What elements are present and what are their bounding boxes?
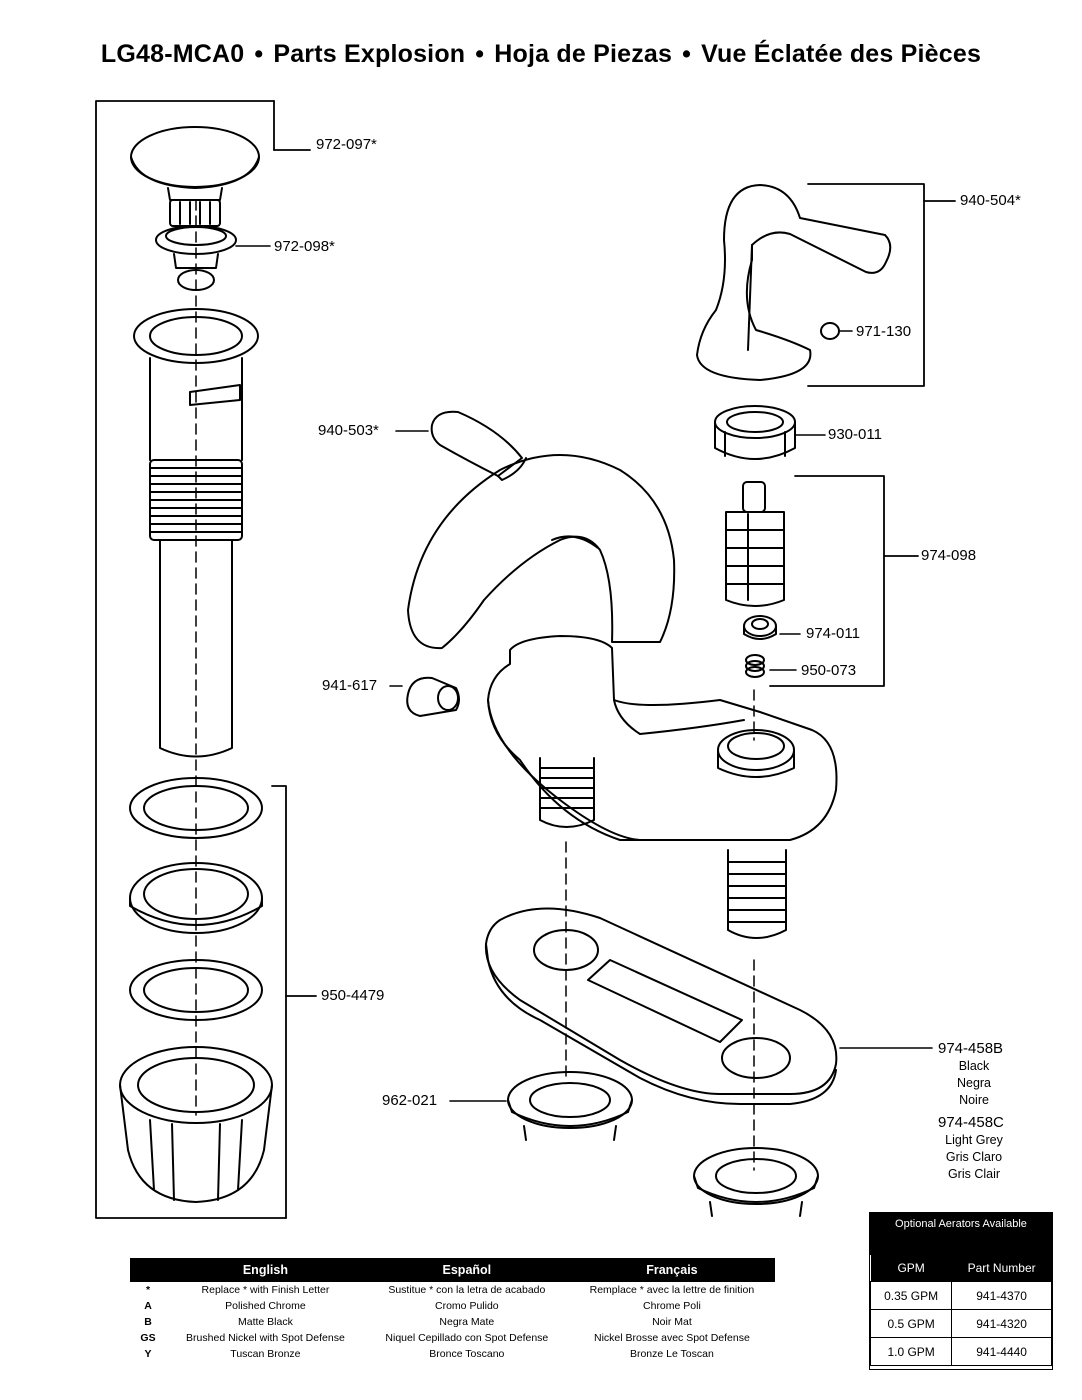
aerator-gpm: 1.0 GPM — [869, 1337, 953, 1366]
table-row: GS Brushed Nickel with Spot Defense Niqu… — [130, 1330, 775, 1346]
finish-header-english: English — [166, 1258, 365, 1282]
drain-gasket-set — [129, 777, 263, 1021]
drain-nut — [119, 1046, 273, 1203]
part-label-941-617: 941-617 — [322, 677, 378, 694]
finish-spanish: Niquel Cepillado con Spot Defense — [385, 1332, 549, 1344]
title-separator: • — [254, 40, 264, 68]
aerator-table-header: GPM Part Number — [870, 1255, 1052, 1282]
finish-french: Nickel Brosse avec Spot Defense — [594, 1332, 750, 1344]
finish-french: Chrome Poli — [643, 1300, 701, 1312]
spring — [745, 654, 797, 678]
part-label-950-073: 950-073 — [801, 662, 857, 679]
cartridge-bracket — [769, 475, 919, 687]
drain-bracket — [95, 100, 311, 1219]
finish-spanish: Bronce Toscano — [429, 1348, 505, 1360]
part-label-962-021: 962-021 — [382, 1092, 438, 1109]
table-row: 1.0 GPM 941-4440 — [869, 1337, 1052, 1366]
finish-spanish: Sustitue * con la letra de acabado — [388, 1284, 546, 1296]
title-french: Vue Éclatée des Pièces — [701, 40, 982, 68]
part-label-974-011: 974-011 — [806, 625, 860, 642]
finish-code: B — [144, 1316, 152, 1328]
color-gris-clair: Gris Clair — [947, 1167, 1001, 1181]
drain-stopper-stem — [155, 199, 237, 291]
shank-left — [539, 757, 595, 828]
shank-right — [727, 849, 787, 939]
finish-header-code — [130, 1258, 166, 1282]
finish-table: English Español Français * Replace * wit… — [130, 1258, 775, 1362]
finish-code: Y — [144, 1348, 152, 1360]
color-black: Black — [958, 1059, 990, 1073]
faucet-spout — [407, 454, 676, 650]
color-noire: Noire — [959, 1093, 989, 1107]
finish-french: Noir Mat — [652, 1316, 692, 1328]
drain-bracket-right — [271, 785, 317, 1219]
part-label-974-098: 974-098 — [921, 547, 977, 564]
drain-stopper-cap — [130, 126, 260, 201]
aerator-header-part: Part Number — [951, 1255, 1052, 1282]
aerator-part-number: 941-4440 — [951, 1337, 1052, 1366]
color-gris-claro: Gris Claro — [945, 1150, 1003, 1164]
finish-english: Matte Black — [237, 1316, 293, 1328]
handle-bracket — [807, 183, 956, 387]
aerator-gpm: 0.35 GPM — [869, 1281, 953, 1310]
title-english: Parts Explosion — [273, 40, 466, 68]
drain-body — [133, 308, 259, 758]
part-label-972-097: 972-097* — [316, 136, 377, 153]
finish-english: Replace * with Finish Letter — [201, 1284, 330, 1296]
finish-code: A — [144, 1300, 152, 1312]
bonnet-nut — [714, 405, 826, 460]
finish-table-header: English Español Français — [130, 1258, 775, 1282]
part-label-940-504: 940-504* — [960, 192, 1021, 209]
handle-lever — [696, 184, 892, 381]
finish-spanish: Negra Mate — [439, 1316, 495, 1328]
finish-english: Brushed Nickel with Spot Defense — [186, 1332, 345, 1344]
finish-header-spanish: Español — [364, 1258, 569, 1282]
table-row: B Matte Black Negra Mate Noir Mat — [130, 1314, 775, 1330]
aerator-part-number: 941-4370 — [951, 1281, 1052, 1310]
mount-nut-left — [507, 1071, 633, 1141]
finish-code: * — [145, 1284, 151, 1296]
finish-spanish: Cromo Pulido — [435, 1300, 499, 1312]
finish-english: Tuscan Bronze — [230, 1348, 301, 1360]
aerator-table: Optional Aerators Available GPM Part Num… — [869, 1212, 1053, 1370]
finish-french: Bronze Le Toscan — [629, 1348, 714, 1360]
aerator — [389, 676, 460, 717]
part-label-930-011: 930-011 — [828, 426, 882, 443]
part-label-940-503: 940-503* — [318, 422, 379, 439]
finish-english: Polished Chrome — [225, 1300, 306, 1312]
table-row: 0.5 GPM 941-4320 — [869, 1309, 1052, 1338]
table-row: A Polished Chrome Cromo Pulido Chrome Po… — [130, 1298, 775, 1314]
aerator-header-gpm: GPM — [870, 1255, 952, 1282]
faucet-left-handle — [430, 410, 527, 481]
seat — [743, 615, 801, 640]
aerator-table-title: Optional Aerators Available — [870, 1213, 1052, 1255]
title-separator: • — [682, 40, 692, 68]
page-title: LG48-MCA0 • Parts Explosion • Hoja de Piezas… — [0, 40, 1082, 69]
title-separator: • — [475, 40, 485, 68]
finish-french: Remplace * avec la lettre de finition — [589, 1284, 755, 1296]
cartridge — [725, 481, 785, 607]
finish-code: GS — [140, 1332, 156, 1344]
table-row: * Replace * with Finish Letter Sustitue … — [130, 1282, 775, 1298]
faucet-base — [487, 635, 838, 841]
table-row: 0.35 GPM 941-4370 — [869, 1281, 1052, 1310]
mount-nut-right — [693, 1147, 819, 1217]
model-number: LG48-MCA0 — [100, 40, 245, 68]
part-label-974-458B: 974-458B — [938, 1040, 1004, 1057]
part-label-950-4479: 950-4479 — [321, 987, 385, 1004]
part-label-974-458C: 974-458C — [938, 1114, 1004, 1131]
set-screw — [820, 322, 853, 340]
color-light-grey: Light Grey — [945, 1133, 1003, 1147]
deck-plate — [484, 907, 838, 1105]
aerator-gpm: 0.5 GPM — [869, 1309, 953, 1338]
finish-header-french: Français — [568, 1258, 775, 1282]
color-negra: Negra — [956, 1076, 992, 1090]
title-spanish: Hoja de Piezas — [494, 40, 673, 68]
table-row: Y Tuscan Bronze Bronce Toscano Bronze Le… — [130, 1346, 775, 1362]
part-label-972-098: 972-098* — [274, 238, 335, 255]
part-label-971-130: 971-130 — [856, 323, 912, 340]
aerator-part-number: 941-4320 — [951, 1309, 1052, 1338]
